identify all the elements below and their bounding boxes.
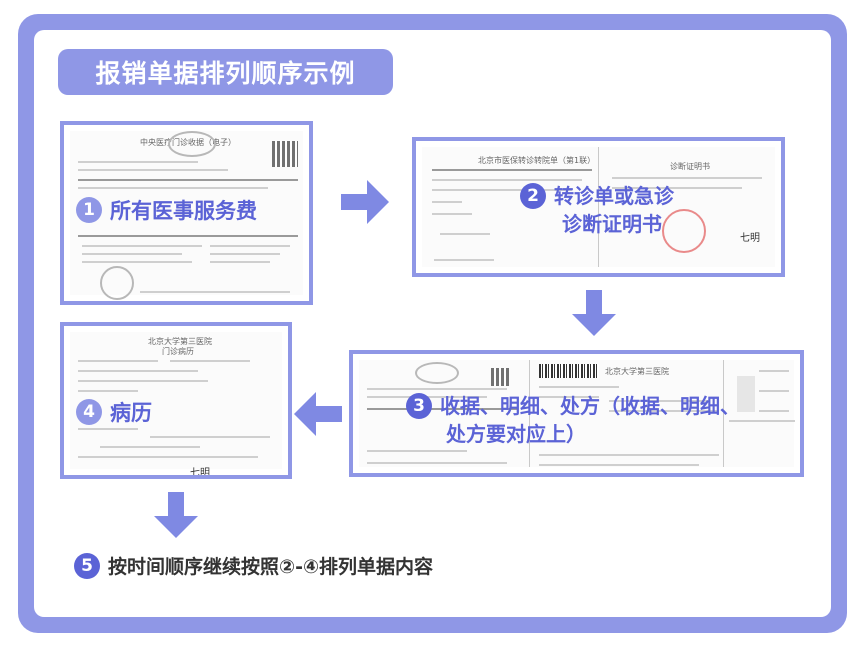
receipt-stamp bbox=[168, 131, 216, 157]
record-signature: 七明 bbox=[190, 468, 210, 479]
red-seal-icon bbox=[662, 209, 706, 253]
referral-paper: 北京市医保转诊转院单（第1联） 诊断证明书 七明 bbox=[422, 147, 775, 267]
step-number-5: 5 bbox=[74, 553, 100, 579]
referral-title: 北京市医保转诊转院单（第1联） bbox=[478, 156, 596, 165]
step-5-label: 5 按时间顺序继续按照②-④排列单据内容 bbox=[74, 553, 433, 581]
hospital-name: 北京大学第三医院 bbox=[605, 367, 669, 376]
step-2-text-line1: 转诊单或急诊 bbox=[554, 184, 674, 208]
step-2-text-line2: 诊断证明书 bbox=[562, 212, 662, 236]
step-number-4: 4 bbox=[76, 399, 102, 425]
step-5-text: 按时间顺序继续按照②-④排列单据内容 bbox=[108, 556, 434, 578]
step-3-text-line1: 收据、明细、处方（收据、明细、 bbox=[440, 394, 740, 418]
record-title: 门诊病历 bbox=[162, 347, 194, 356]
arrow-down-icon bbox=[154, 492, 198, 538]
step-number-1: 1 bbox=[76, 197, 102, 223]
step-number-2: 2 bbox=[520, 183, 546, 209]
step-number-3: 3 bbox=[406, 393, 432, 419]
step-1-label: 1 所有医事服务费 bbox=[76, 197, 257, 225]
arrow-left-icon bbox=[294, 392, 342, 436]
qr-code-icon bbox=[272, 141, 298, 167]
document-receipt-details-prescription: 北京大学第三医院 bbox=[349, 350, 804, 477]
invoice-paper: 北京大学第三医院 bbox=[359, 360, 795, 467]
arrow-right-icon bbox=[341, 180, 389, 224]
receipt-paper: 中央医疗门诊收据（电子） bbox=[70, 131, 303, 300]
record-hospital: 北京大学第三医院 bbox=[148, 337, 212, 346]
document-referral-certificate: 北京市医保转诊转院单（第1联） 诊断证明书 七明 bbox=[412, 137, 785, 277]
document-medical-record: 北京大学第三医院 门诊病历 七明 bbox=[60, 322, 292, 479]
record-paper: 北京大学第三医院 门诊病历 七明 bbox=[70, 332, 282, 475]
qr-code-icon bbox=[491, 368, 509, 386]
step-3-label: 3 收据、明细、处方（收据、明细、 处方要对应上） bbox=[406, 392, 740, 448]
barcode-icon bbox=[539, 364, 599, 378]
certificate-title: 诊断证明书 bbox=[670, 162, 710, 171]
step-2-label: 2 转诊单或急诊 诊断证明书 bbox=[520, 182, 674, 238]
step-4-label: 4 病历 bbox=[76, 399, 152, 427]
step-4-text: 病历 bbox=[110, 401, 152, 425]
page-title: 报销单据排列顺序示例 bbox=[58, 49, 393, 95]
redacted-area bbox=[737, 376, 755, 412]
invoice-stamp bbox=[415, 362, 459, 384]
document-service-fee-receipt: 中央医疗门诊收据（电子） bbox=[60, 121, 313, 305]
step-1-text: 所有医事服务费 bbox=[110, 199, 257, 223]
step-3-text-line2: 处方要对应上） bbox=[446, 422, 586, 446]
arrow-down-icon bbox=[572, 290, 616, 336]
official-seal-icon bbox=[100, 266, 134, 300]
doctor-signature: 七明 bbox=[740, 233, 760, 244]
